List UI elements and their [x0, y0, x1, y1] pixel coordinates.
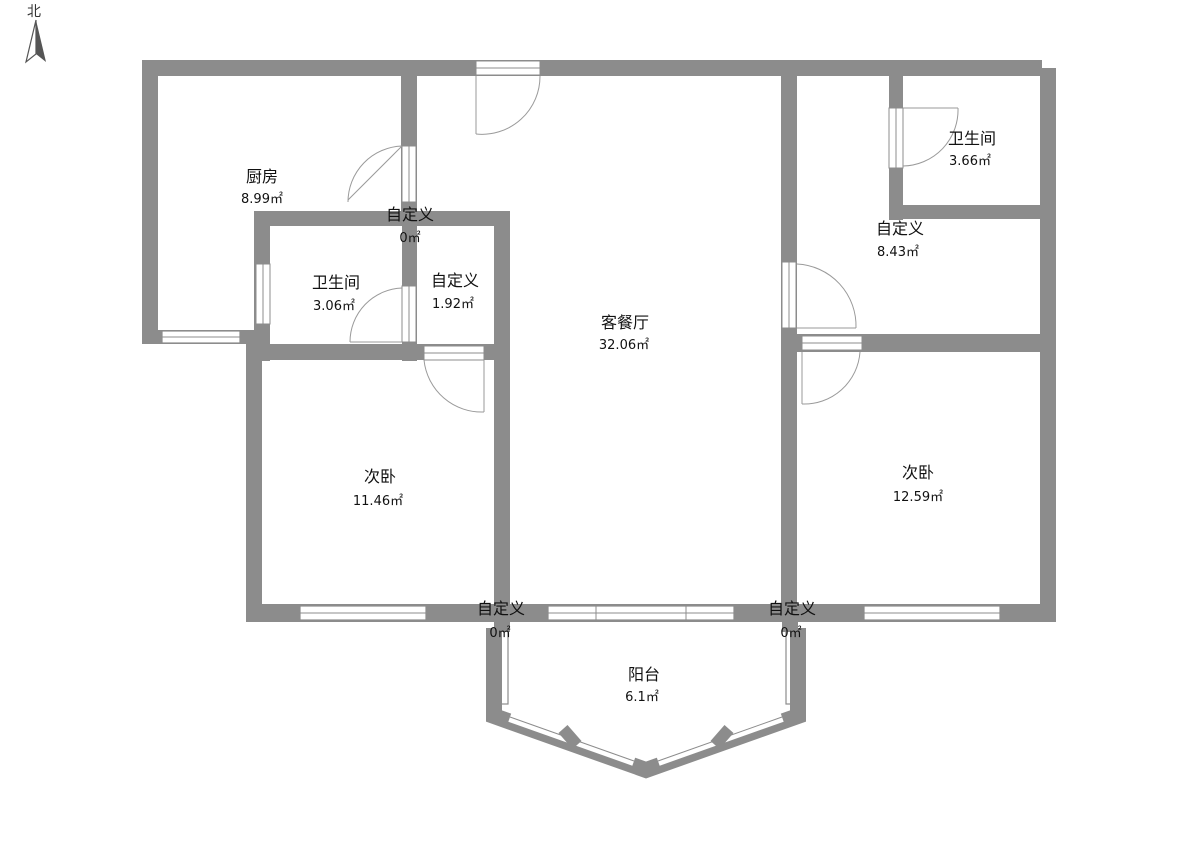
door-bedroom-right	[801, 335, 863, 405]
room-name-bedroom-left: 次卧	[364, 467, 396, 486]
room-area-custom-balcony-right: 0㎡	[780, 626, 801, 641]
balcony-right-post	[782, 622, 798, 632]
doors	[255, 60, 959, 413]
window-bedroom-right	[863, 605, 1001, 621]
room-name-living-dining: 客餐厅	[601, 313, 649, 332]
window-living-bottom	[547, 605, 735, 621]
room-name-bedroom-right: 次卧	[902, 463, 934, 482]
door-custom-right	[781, 261, 857, 329]
room-name-kitchen: 厨房	[246, 167, 278, 186]
room-labels: 厨房 8.99㎡ 自定义 0㎡ 卫生间 3.06㎡ 自定义 1.92㎡ 客餐厅 …	[241, 129, 996, 705]
balcony-left-post	[494, 622, 510, 632]
room-area-custom-balcony-left: 0㎡	[489, 626, 510, 641]
wall-left-kitchen	[142, 60, 158, 344]
room-area-bedroom-left: 11.46㎡	[353, 494, 403, 509]
wall-bedroom-left-outer	[246, 344, 262, 622]
room-name-custom-balcony-right: 自定义	[768, 599, 816, 618]
wall-small-right	[494, 211, 510, 361]
room-name-custom-corridor: 自定义	[386, 205, 434, 224]
room-area-bedroom-right: 12.59㎡	[893, 490, 943, 505]
room-area-bathroom-left: 3.06㎡	[313, 299, 355, 314]
room-area-bathroom-right: 3.66㎡	[949, 154, 991, 169]
door-entrance	[475, 60, 541, 135]
windows	[161, 330, 1001, 705]
door-small-custom	[349, 285, 417, 343]
north-arrow-icon	[25, 19, 46, 64]
window-kitchen-bottom	[161, 330, 241, 344]
room-area-kitchen: 8.99㎡	[241, 192, 283, 207]
door-kitchen	[347, 145, 417, 203]
door-bathroom-right	[888, 107, 959, 169]
room-name-bathroom-right: 卫生间	[948, 129, 996, 148]
room-name-custom-small: 自定义	[431, 271, 479, 290]
room-area-custom-corridor: 0㎡	[399, 231, 420, 246]
room-name-custom-balcony-left: 自定义	[477, 599, 525, 618]
room-area-balcony: 6.1㎡	[625, 690, 659, 705]
door-bathroom-left	[255, 263, 271, 325]
room-area-living-dining: 32.06㎡	[599, 338, 649, 353]
wall-bedroom-left-inner	[494, 344, 510, 622]
room-area-custom-small: 1.92㎡	[432, 297, 474, 312]
room-name-balcony: 阳台	[628, 665, 660, 684]
wall-top	[142, 60, 1042, 76]
room-area-custom-right: 8.43㎡	[877, 245, 919, 260]
door-bedroom-left	[423, 345, 485, 413]
wall-bath-right-bottom	[889, 205, 1056, 219]
wall-corridor-mid	[254, 211, 510, 226]
room-name-custom-right: 自定义	[876, 219, 924, 238]
room-name-bathroom-left: 卫生间	[312, 273, 360, 292]
window-bedroom-left	[299, 605, 427, 621]
compass-label: 北	[27, 4, 41, 20]
balcony-bay-wall	[486, 622, 806, 779]
